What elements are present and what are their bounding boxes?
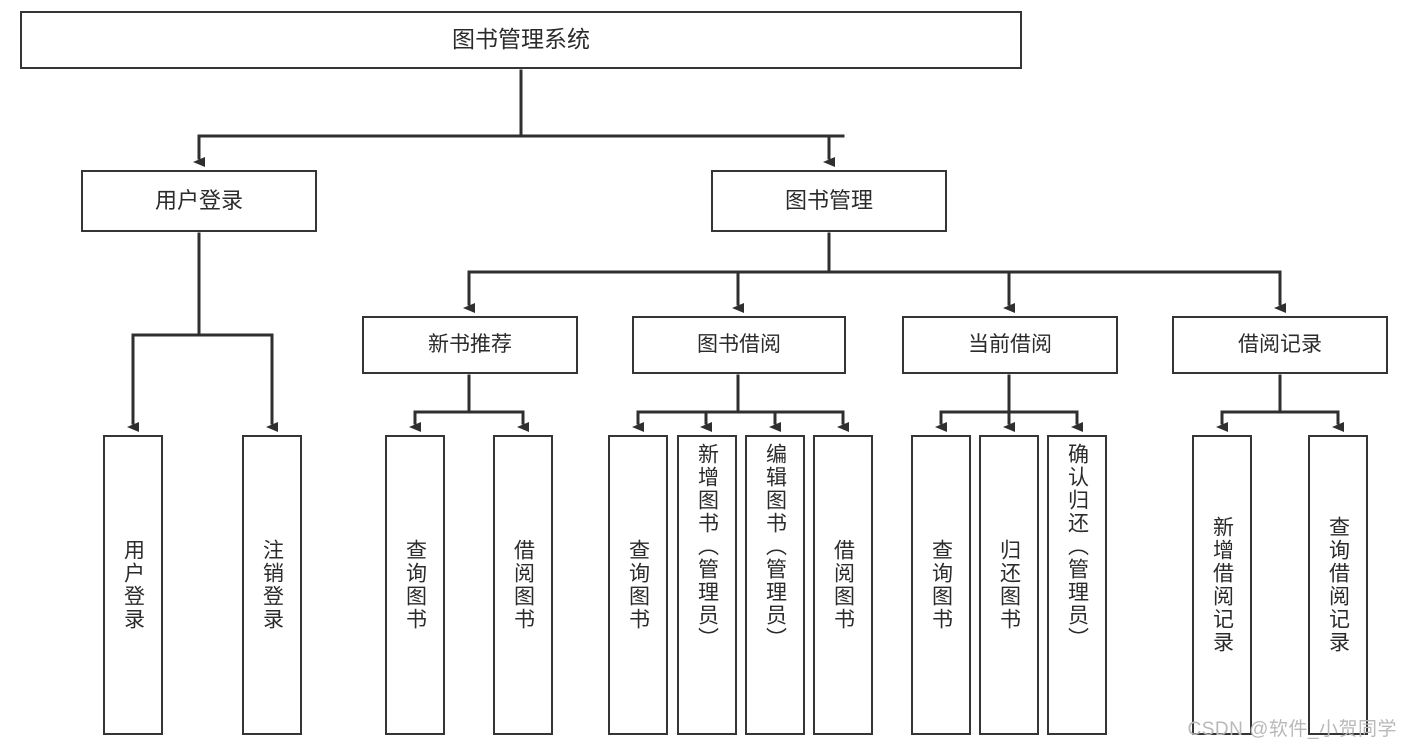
node-label: 图书管理系统 bbox=[452, 26, 590, 53]
node-label: 新增借阅记录 bbox=[1210, 516, 1234, 654]
node-label: 借阅图书 bbox=[511, 539, 535, 631]
leaf-new-book-recommend-1[interactable]: 查询图书 bbox=[385, 435, 445, 735]
leaf-book-borrow-3[interactable]: 编辑图书（管理员） bbox=[745, 435, 805, 735]
node-current-borrow[interactable]: 当前借阅 bbox=[902, 316, 1118, 374]
leaf-user-login-2[interactable]: 注销登录 bbox=[242, 435, 302, 735]
leaf-user-login-1[interactable]: 用户登录 bbox=[103, 435, 163, 735]
node-new-book-recommend[interactable]: 新书推荐 bbox=[362, 316, 578, 374]
leaf-book-borrow-4[interactable]: 借阅图书 bbox=[813, 435, 873, 735]
leaf-new-book-recommend-2[interactable]: 借阅图书 bbox=[493, 435, 553, 735]
node-label: 查询借阅记录 bbox=[1326, 516, 1350, 654]
node-label: 新增图书（管理员） bbox=[695, 443, 719, 650]
node-borrow-record[interactable]: 借阅记录 bbox=[1172, 316, 1388, 374]
leaf-current-borrow-2[interactable]: 归还图书 bbox=[979, 435, 1039, 735]
node-label: 借阅图书 bbox=[831, 539, 855, 631]
node-book-management[interactable]: 图书管理 bbox=[711, 170, 947, 232]
leaf-book-borrow-2[interactable]: 新增图书（管理员） bbox=[677, 435, 737, 735]
node-book-borrow[interactable]: 图书借阅 bbox=[632, 316, 846, 374]
node-label: 编辑图书（管理员） bbox=[763, 443, 787, 650]
node-label: 用户登录 bbox=[154, 187, 243, 213]
node-label: 查询图书 bbox=[403, 539, 427, 631]
leaf-current-borrow-1[interactable]: 查询图书 bbox=[911, 435, 971, 735]
leaf-current-borrow-3[interactable]: 确认归还（管理员） bbox=[1047, 435, 1107, 735]
leaf-borrow-record-1[interactable]: 新增借阅记录 bbox=[1192, 435, 1252, 735]
node-label: 归还图书 bbox=[997, 539, 1021, 631]
node-user-login[interactable]: 用户登录 bbox=[81, 170, 317, 232]
leaf-book-borrow-1[interactable]: 查询图书 bbox=[608, 435, 668, 735]
node-label: 查询图书 bbox=[626, 539, 650, 631]
node-label: 借阅记录 bbox=[1238, 333, 1322, 357]
node-label: 当前借阅 bbox=[968, 333, 1052, 357]
node-label: 注销登录 bbox=[260, 539, 284, 631]
node-label: 图书管理 bbox=[784, 187, 873, 213]
node-label: 确认归还（管理员） bbox=[1065, 443, 1089, 650]
watermark-text: CSDN @软件_小贺同学 bbox=[1187, 719, 1397, 740]
node-label: 用户登录 bbox=[121, 539, 145, 631]
node-label: 图书借阅 bbox=[697, 333, 781, 357]
node-label: 新书推荐 bbox=[428, 333, 512, 357]
leaf-borrow-record-2[interactable]: 查询借阅记录 bbox=[1308, 435, 1368, 735]
node-root-book-management-system[interactable]: 图书管理系统 bbox=[20, 11, 1022, 69]
node-label: 查询图书 bbox=[929, 539, 953, 631]
